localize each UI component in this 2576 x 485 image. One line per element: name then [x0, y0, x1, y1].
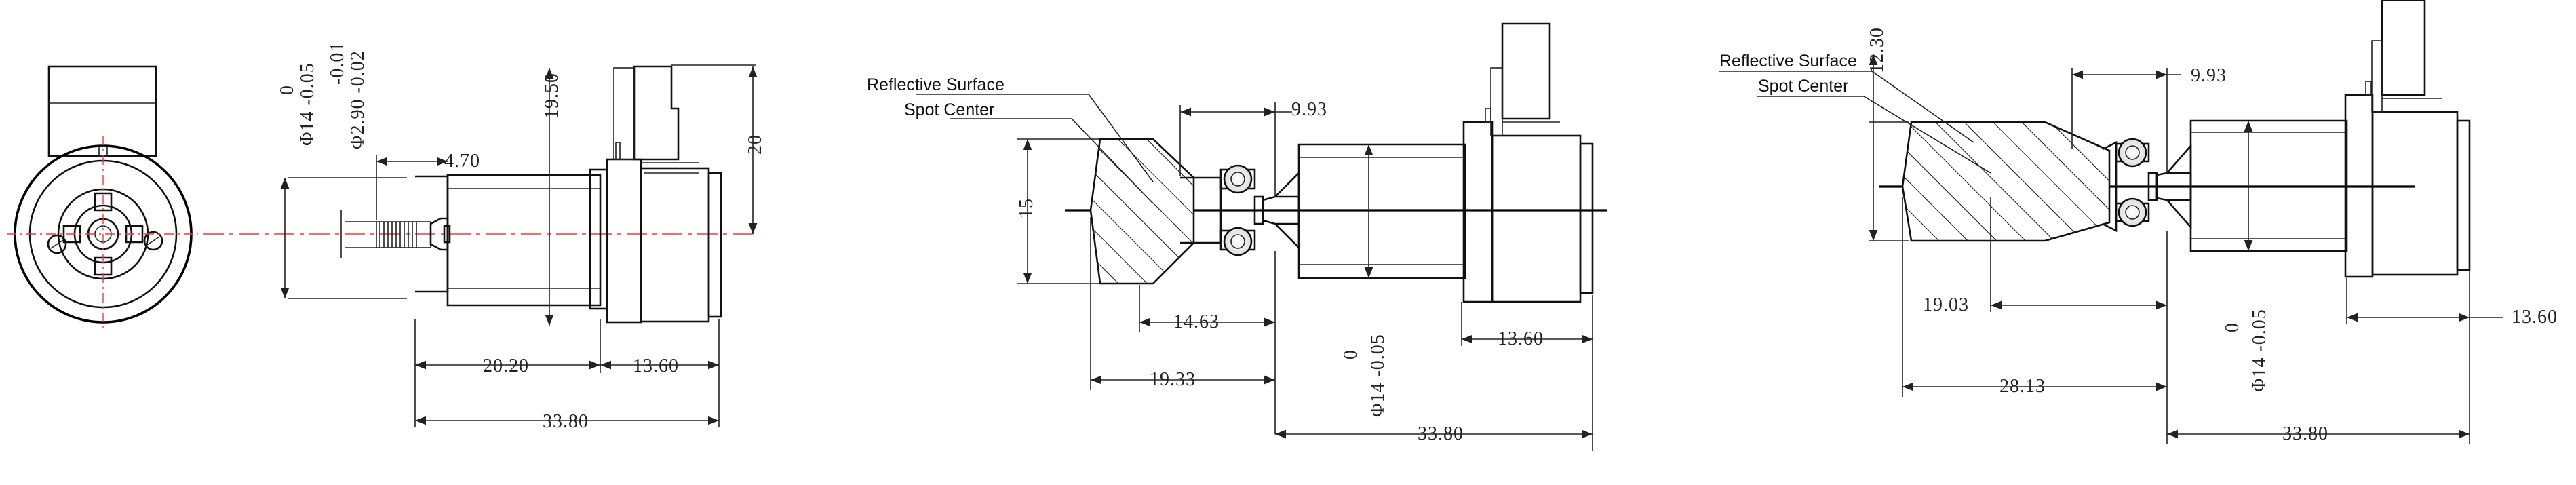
label-spot-center-3: Spot Center: [1758, 77, 1848, 96]
reflective-block-3: [1901, 121, 2111, 242]
dim-1360-a: 13.60: [633, 355, 679, 376]
dim-470: 4.70: [444, 151, 480, 172]
label-spot-center-2: Spot Center: [904, 100, 994, 119]
dim-1950: 19.50: [541, 73, 562, 119]
assembly-view-3-labels: Reflective Surface Spot Center 12.30 9.9…: [1719, 27, 2558, 444]
label-reflective-surface-3: Reflective Surface: [1719, 52, 1857, 71]
assembly-view-3: [1879, 0, 2471, 278]
end-view: [7, 65, 198, 332]
dim-dia14-b: Φ14 -0.05: [2249, 309, 2270, 392]
label-reflective-surface-2: Reflective Surface: [867, 75, 1004, 94]
dim-3380-b: 33.80: [1418, 423, 1464, 444]
assembly-view-2-dimensions: [916, 94, 1593, 451]
dim-1463: 14.63: [1173, 311, 1219, 332]
dim-3380-c: 33.80: [2282, 423, 2328, 444]
side-view-1-dimensions: [280, 64, 758, 427]
dim-dia14-a: Φ14 -0.05: [1367, 334, 1388, 417]
assembly-view-2: [1065, 22, 1607, 303]
dim-dia2-tol-top: -0.01: [327, 42, 348, 85]
dim-993-b: 9.93: [2191, 65, 2227, 86]
side-view-1-dim-labels: 0 Φ14 -0.05 -0.01 Φ2.90 -0.02 4.70 19.50…: [277, 42, 766, 432]
reflective-block-2: [1089, 138, 1195, 285]
side-view-1: [203, 65, 753, 324]
dim-1360-b: 13.60: [1498, 328, 1544, 349]
dim-2020: 20.20: [483, 355, 529, 376]
dim-2813: 28.13: [1999, 376, 2046, 397]
dim-dia2: Φ2.90 -0.02: [347, 50, 368, 149]
dim-20: 20: [745, 134, 766, 155]
dim-15: 15: [1016, 198, 1037, 218]
dim-dia14-a-tol-top: 0: [1340, 349, 1361, 360]
assembly-view-2-labels: Reflective Surface Spot Center 9.93 15 1…: [867, 75, 1544, 444]
dim-1903: 19.03: [1923, 294, 1969, 315]
dim-1360-c: 13.60: [2512, 307, 2558, 328]
dim-dia14-b-tol-top: 0: [2222, 322, 2243, 332]
dim-993-a: 9.93: [1291, 99, 1327, 120]
dim-dia14-tol-top: 0: [277, 85, 298, 95]
dim-dia14: Φ14 -0.05: [297, 62, 318, 146]
assembly-view-3-dimensions: [1719, 54, 2503, 444]
dim-3380-a: 33.80: [543, 411, 589, 432]
dim-1230: 12.30: [1867, 27, 1888, 73]
dim-1933: 19.33: [1150, 369, 1196, 390]
